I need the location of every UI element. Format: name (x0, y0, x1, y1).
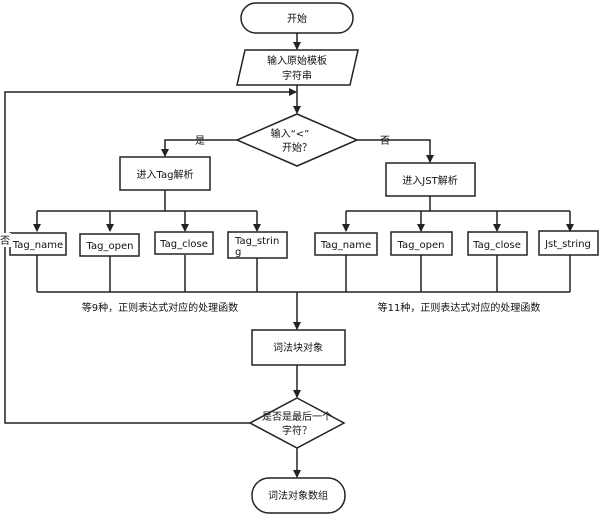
left-tag-close-node (154, 231, 214, 255)
decision-last-char (248, 397, 346, 449)
no-label: 否 (380, 135, 390, 147)
right-tag-close-label: Tag_close (472, 240, 521, 251)
jst-parse-node (385, 162, 476, 197)
input-label-1: 输入原始模板 (267, 54, 327, 67)
start-node (240, 2, 354, 34)
left-tag-open-label: Tag_open (86, 241, 134, 252)
right-note: 等11种，正则表达式对应的处理函数 (378, 301, 541, 314)
input-node (236, 49, 359, 86)
decision-start-tag (235, 113, 359, 167)
connectors (4, 33, 574, 478)
lex-block-label: 词法块对象 (273, 341, 323, 354)
loop-no-label: 否 (0, 235, 10, 247)
left-tag-string-label-1: Tag_strin (234, 236, 279, 247)
right-tag-open-label: Tag_open (397, 240, 445, 251)
left-tag-close-label: Tag_close (159, 239, 208, 250)
end-node (251, 477, 346, 514)
right-tag-close-node (467, 231, 528, 256)
decision2-label-2: 字符？ (282, 424, 312, 437)
jst-parse-label: 进入JST解析 (402, 174, 457, 187)
tag-parse-label: 进入Tag解析 (137, 168, 194, 181)
right-tag-name-node (314, 232, 378, 256)
yes-label: 是 (195, 135, 205, 147)
decision2-label-1: 是否是最后一个 (262, 411, 332, 423)
start-label: 开始 (287, 12, 307, 25)
left-tag-name-label: Tag_name (12, 240, 63, 251)
input-label-2: 字符串 (282, 69, 312, 82)
left-tag-string-label-2: g (235, 247, 241, 258)
decision1-label-1: 输入“<” (271, 127, 310, 140)
lex-block-node (251, 329, 346, 366)
left-tag-string-node (227, 231, 288, 259)
right-tag-name-label: Tag_name (320, 240, 371, 251)
right-jst-string-label: Jst_string (544, 239, 591, 250)
tag-parse-node (119, 156, 211, 191)
decision1-label-2: 开始？ (282, 141, 312, 154)
end-label: 词法对象数组 (268, 489, 328, 502)
left-tag-open-node (79, 233, 140, 257)
right-jst-string-node (538, 230, 599, 256)
left-note: 等9种，正则表达式对应的处理函数 (82, 301, 238, 314)
right-tag-open-node (390, 231, 453, 256)
